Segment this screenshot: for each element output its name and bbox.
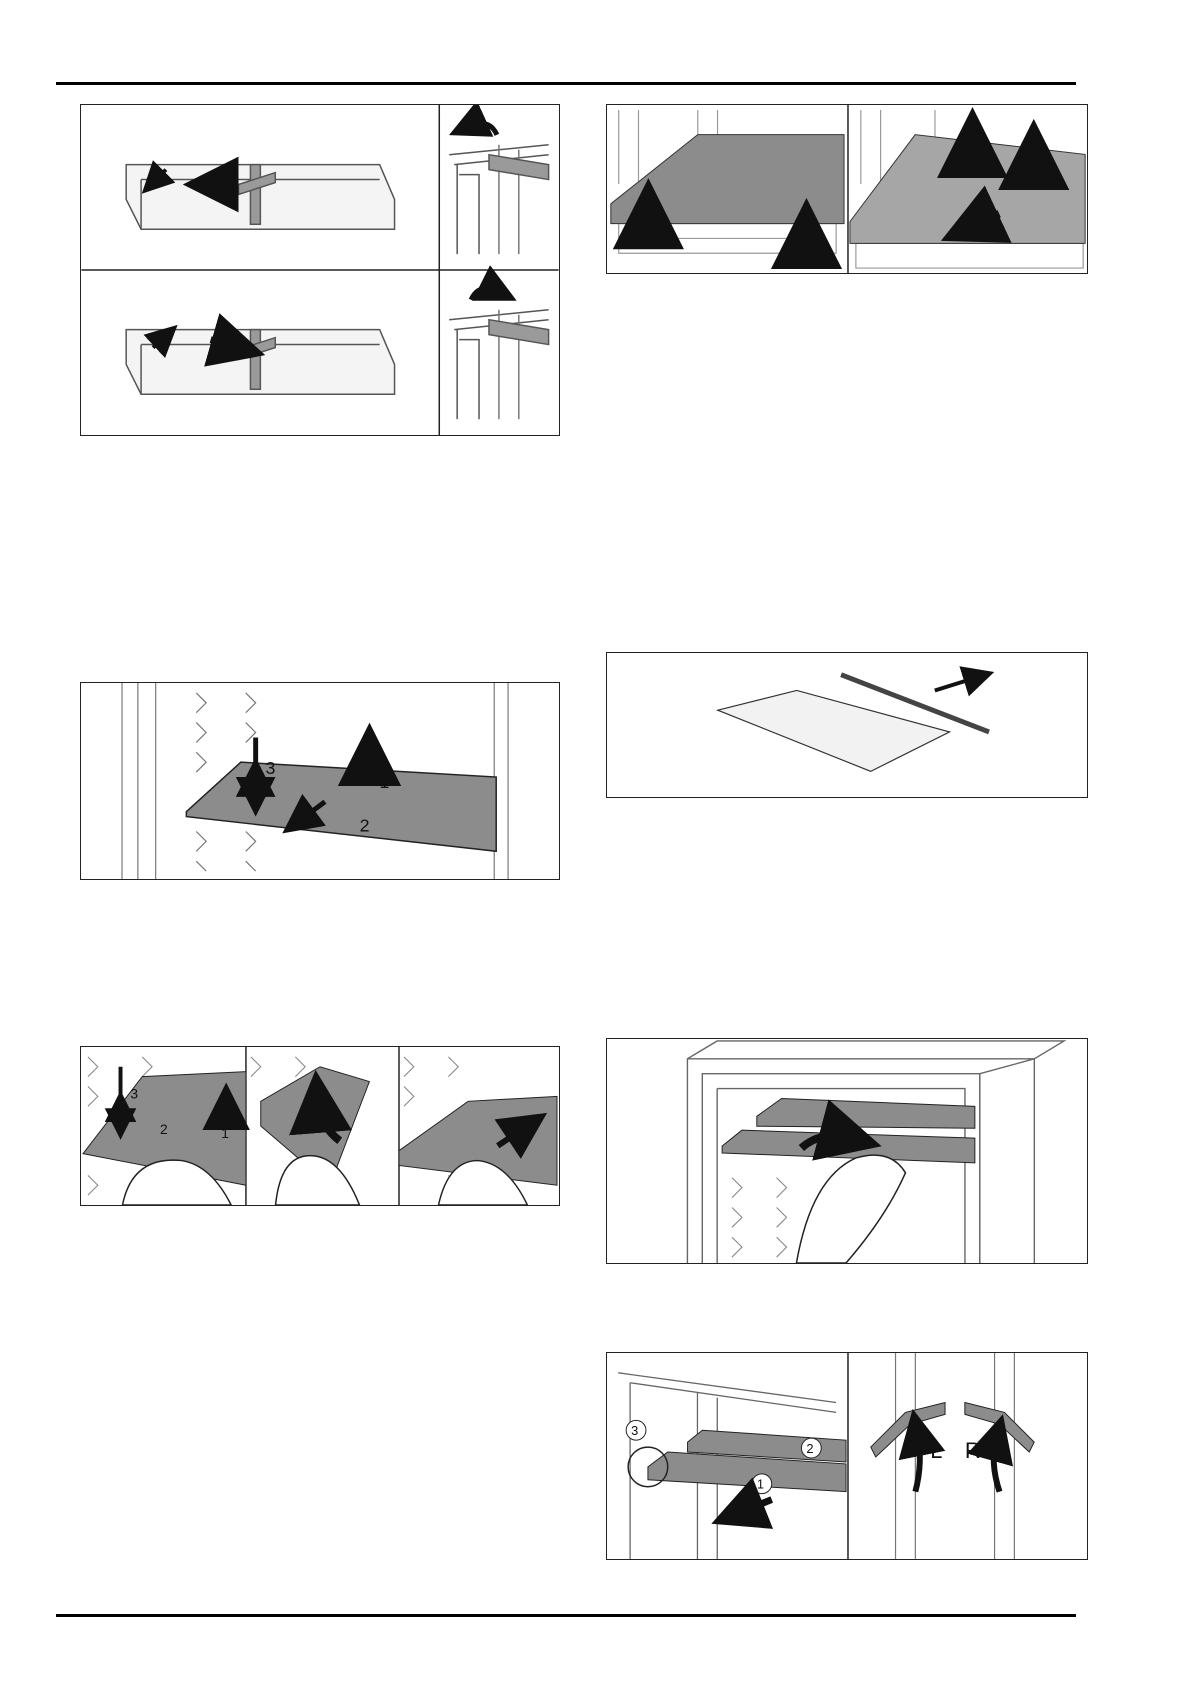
curved-arrow-icon <box>467 123 497 135</box>
door-shelf-illustration <box>81 105 559 435</box>
top-rule <box>56 82 1076 85</box>
figure-shelf-remove: 3 1 2 <box>80 682 560 880</box>
seq-label-3: 3 <box>130 1085 138 1101</box>
figure-shelf-insert <box>606 1038 1088 1264</box>
arrow-up-right-icon <box>935 677 979 691</box>
hand-icon <box>796 1155 905 1263</box>
shelf-edge-trim-illustration <box>607 653 1087 797</box>
door-bin-bottom <box>126 330 394 395</box>
shelf-insert-illustration <box>607 1039 1087 1263</box>
support-label-2: 2 <box>806 1441 813 1456</box>
figure-door-shelf <box>80 104 560 436</box>
figure-glass-shelf-lift <box>606 104 1088 274</box>
bottom-rule <box>56 1614 1076 1617</box>
figure-shelf-supports: 3 1 2 L R <box>606 1352 1088 1560</box>
seq-label-2: 2 <box>160 1121 168 1137</box>
glass-shelf <box>186 762 496 851</box>
support-label-1: 1 <box>757 1477 764 1492</box>
step-label-3: 3 <box>266 758 276 778</box>
door-bin-top <box>126 165 394 230</box>
shelf-remove-illustration: 3 1 2 <box>81 683 559 879</box>
curved-arrow-icon-2 <box>994 1437 1000 1491</box>
shelf-panel-left <box>611 135 844 224</box>
shelf-panel-right <box>850 135 1085 244</box>
step-label-1: 1 <box>379 772 389 792</box>
shelf-supports-illustration: 3 1 2 L R <box>607 1353 1087 1559</box>
hand-icon-2 <box>276 1156 360 1205</box>
figure-shelf-hand-sequence: 3 2 1 <box>80 1046 560 1206</box>
support-label-3: 3 <box>631 1423 638 1438</box>
support-label-right: R <box>965 1438 981 1463</box>
arrow-down-left-icon <box>737 1500 772 1514</box>
shelf-upper <box>757 1098 975 1128</box>
curved-arrow-icon <box>915 1432 920 1491</box>
support-label-left: L <box>930 1438 942 1463</box>
curved-arrow-icon-2 <box>471 288 499 300</box>
figure-shelf-edge-trim <box>606 652 1088 798</box>
shelf-hand-sequence-illustration: 3 2 1 <box>81 1047 559 1205</box>
seq-label-1: 1 <box>221 1125 229 1141</box>
glass-shelf-lift-illustration <box>607 105 1087 273</box>
step-label-2: 2 <box>360 815 370 835</box>
